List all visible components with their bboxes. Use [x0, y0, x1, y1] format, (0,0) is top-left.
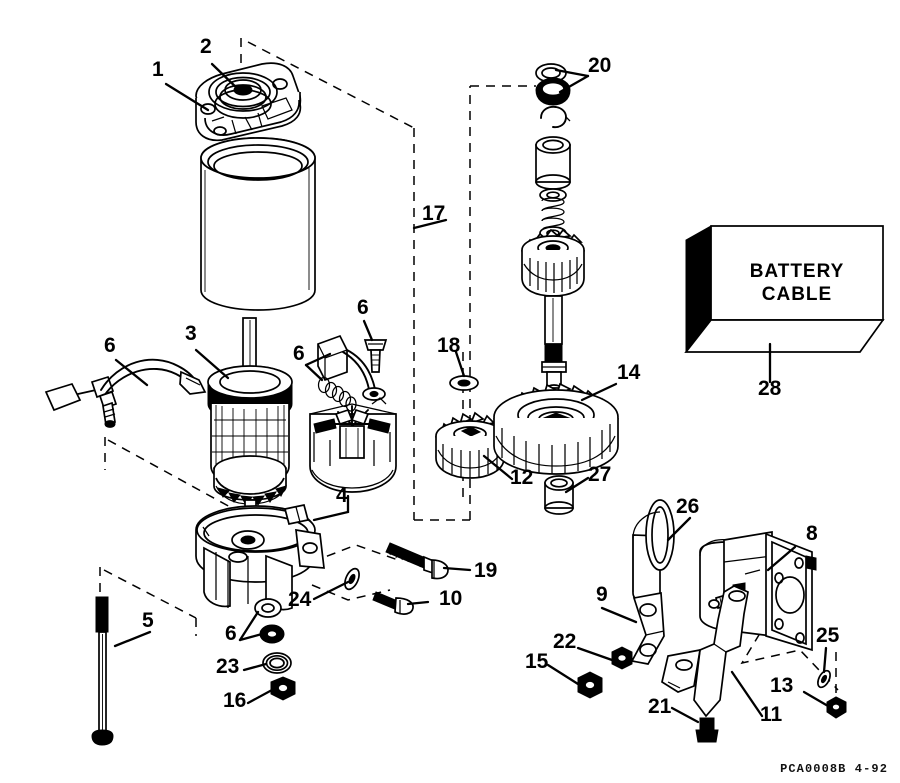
callout-leader-lines — [113, 62, 830, 724]
callout-25: 25 — [816, 624, 840, 647]
part-5-through-bolt — [91, 596, 114, 746]
assembly-guide-lines — [99, 38, 839, 700]
part-23-flat-washer — [262, 652, 292, 674]
part-11-solenoid-bracket — [661, 585, 749, 718]
callout-6a: 6 — [104, 334, 116, 357]
callout-22: 22 — [553, 630, 576, 653]
part-19-long-bolt — [385, 542, 449, 580]
callout-5: 5 — [142, 609, 154, 632]
callout-17: 17 — [422, 202, 445, 225]
callout-numbers: 1 2 3 4 5 6 6 6 6 8 9 10 11 12 13 14 15 … — [104, 35, 840, 726]
callout-16: 16 — [223, 689, 246, 712]
callout-14: 14 — [617, 361, 641, 384]
part-24-lock-washer — [344, 567, 360, 591]
callout-10: 10 — [439, 587, 462, 610]
part-1-starter-upper-housing — [195, 62, 302, 142]
callout-13: 13 — [770, 674, 793, 697]
callout-18: 18 — [437, 334, 461, 357]
starter-lower-housing — [195, 504, 325, 611]
part-13-nut — [826, 696, 847, 719]
callout-12: 12 — [510, 466, 533, 489]
part-26-solenoid-boot — [632, 499, 675, 607]
callout-27: 27 — [588, 463, 611, 486]
part-27-bushing — [544, 475, 574, 515]
callout-2: 2 — [200, 35, 212, 58]
spring-clip — [540, 105, 571, 129]
callout-21: 21 — [648, 695, 672, 718]
part-15-nut — [577, 671, 603, 699]
callout-24: 24 — [288, 588, 312, 611]
callout-8: 8 — [806, 522, 818, 545]
motor-frame-cylinder — [200, 137, 316, 311]
part-6-brush-screw — [362, 339, 388, 401]
callout-9: 9 — [596, 583, 608, 606]
callout-4: 4 — [336, 484, 348, 507]
part-4-brush-holder-assembly — [309, 397, 397, 493]
drive-sleeve — [535, 136, 571, 190]
part-9-terminal-strap — [630, 591, 665, 665]
part-6-washer — [254, 598, 282, 618]
part-10-short-screw — [372, 591, 414, 615]
part-16-lock-nut — [270, 676, 296, 701]
part-18-thrust-washer — [449, 375, 479, 391]
part-20-nut — [535, 77, 571, 106]
part-22-hex-nut — [611, 646, 633, 670]
part-6-brush-block — [317, 334, 377, 397]
callout-6b: 6 — [293, 342, 305, 365]
part-3-armature — [207, 317, 293, 517]
part-6-lockwasher-black — [259, 624, 285, 644]
part-28-battery-cable-box — [684, 225, 885, 353]
callout-15: 15 — [525, 650, 549, 673]
callout-19: 19 — [474, 559, 497, 582]
callout-20: 20 — [588, 54, 611, 77]
part-25-washer-small — [817, 669, 831, 689]
part-17-pinion-drive — [521, 228, 585, 392]
drawing-reference-code: PCA0008B 4-92 — [780, 762, 888, 776]
callout-11: 11 — [760, 703, 783, 726]
part-21-bracket-screw — [695, 717, 719, 743]
callout-3: 3 — [185, 322, 197, 345]
callout-6c: 6 — [357, 296, 369, 319]
callout-6d: 6 — [225, 622, 237, 645]
callout-26: 26 — [676, 495, 699, 518]
part-6-brush-spring — [317, 376, 357, 412]
battery-cable-label-line1: BATTERY — [750, 261, 845, 282]
callout-23: 23 — [216, 655, 239, 678]
part-12-pinion-gear — [435, 411, 505, 479]
callout-28: 28 — [758, 377, 782, 400]
part-14-drive-gear — [493, 382, 619, 475]
callout-1: 1 — [152, 58, 164, 81]
battery-cable-label-line2: CABLE — [762, 284, 832, 305]
part-6-brush-lead-cable — [44, 358, 207, 428]
